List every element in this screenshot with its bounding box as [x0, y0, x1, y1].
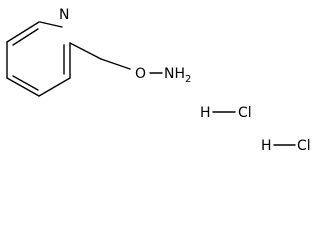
amine-subscript: 2	[185, 74, 191, 85]
side-chain	[69, 42, 163, 74]
ring-nitrogen-label: N	[59, 7, 69, 23]
hcl-2-chlorine: Cl	[297, 138, 311, 154]
ring-bond-n-c2	[39, 21, 63, 28]
hcl-2-hydrogen: H	[261, 138, 272, 154]
pyridine-ring	[6, 21, 71, 97]
oxygen-label: O	[135, 66, 146, 82]
amine-label: NH2	[164, 66, 191, 85]
hcl-1-hydrogen: H	[200, 105, 211, 121]
bond-ring-to-ch2	[69, 42, 102, 60]
hcl-1-chlorine: Cl	[238, 105, 252, 121]
amine-text: NH	[164, 66, 185, 82]
chemical-structure-diagram: N O NH2 H Cl H Cl	[6, 7, 311, 154]
ring-double-bond-inner-1	[12, 28, 39, 46]
ring-bond-c2-c3	[6, 21, 40, 43]
ring-double-bond-inner-2	[12, 75, 39, 91]
ring-bond-c4-c5	[6, 77, 40, 97]
bond-ch2-to-o	[100, 58, 131, 70]
hcl-salt-1: H Cl	[200, 105, 252, 121]
ring-bond-c5-c6	[38, 77, 71, 97]
hcl-salt-2: H Cl	[261, 138, 311, 154]
